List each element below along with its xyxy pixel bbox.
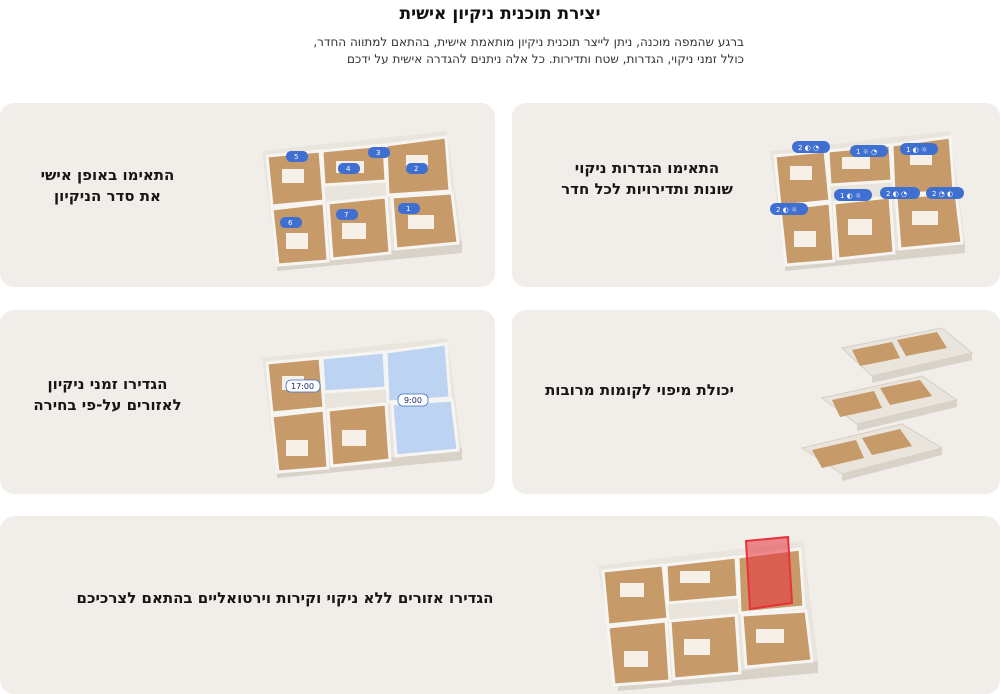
floor-level-3 bbox=[840, 327, 974, 383]
room-settings-line-1: התאימו הגדרות ניקוי bbox=[574, 159, 720, 177]
floor-level-1 bbox=[800, 423, 944, 481]
room-settings-card: התאימו הגדרות ניקוי שונות ותדירויות לכל … bbox=[512, 103, 1000, 287]
badge-3: 1 ◐ ☼ bbox=[906, 146, 927, 154]
schedule-line-1: הגדירו זמני ניקיון bbox=[47, 375, 168, 393]
time-badge-1: 17:00 bbox=[291, 382, 314, 391]
floor-level-2 bbox=[820, 375, 959, 431]
scheduled-zone-highlight bbox=[320, 342, 460, 458]
page-title: יצירת תוכנית ניקיון אישית bbox=[399, 4, 601, 24]
cleaning-order-line-2: את סדר הניקיון bbox=[54, 187, 161, 205]
schedule-caption: הגדירו זמני ניקיון לאזורים על-פי בחירה bbox=[0, 374, 215, 416]
room-number-3: 3 bbox=[376, 149, 380, 157]
badge-6: 2 ◔ ◐ bbox=[932, 190, 953, 198]
time-badge-2: 9:00 bbox=[404, 396, 422, 405]
room-number-5: 5 bbox=[294, 153, 298, 161]
multi-floor-card: יכולת מיפוי לקומות מרובות bbox=[512, 310, 1000, 494]
floorplan-schedule-image: 17:00 9:00 bbox=[262, 338, 462, 478]
schedule-card: הגדירו זמני ניקיון לאזורים על-פי בחירה 1… bbox=[0, 310, 495, 494]
badge-2: 1 ☼ ◔ bbox=[856, 148, 877, 156]
floorplan-order-image: 5 3 4 2 6 7 1 bbox=[262, 131, 462, 271]
page-subtitle: ברגע שהמפה מוכנה, ניתן לייצר תוכנית ניקי… bbox=[264, 34, 744, 68]
cleaning-order-caption: התאימו באופן אישי את סדר הניקיון bbox=[0, 165, 215, 207]
room-number-7: 7 bbox=[344, 211, 348, 219]
room-number-2: 2 bbox=[414, 165, 418, 173]
room-number-badges: 5 3 4 2 6 7 1 bbox=[280, 147, 428, 228]
no-go-zone-overlay bbox=[744, 535, 794, 611]
room-settings-caption: התאימו הגדרות ניקוי שונות ותדירויות לכל … bbox=[532, 158, 762, 200]
schedule-line-2: לאזורים על-פי בחירה bbox=[33, 396, 182, 414]
badge-5: 2 ◐ ◔ bbox=[886, 190, 907, 198]
subtitle-line-1: ברגע שהמפה מוכנה, ניתן לייצר תוכנית ניקי… bbox=[313, 35, 744, 49]
floorplan-no-go-image bbox=[598, 535, 818, 691]
multi-floor-image bbox=[800, 327, 974, 481]
multi-floor-caption: יכולת מיפוי לקומות מרובות bbox=[545, 381, 734, 399]
cleaning-order-card: התאימו באופן אישי את סדר הניקיון 5 3 bbox=[0, 103, 495, 287]
no-go-zones-caption: הגדירו אזורים ללא ניקוי וקירות וירטואליי… bbox=[76, 589, 494, 607]
subtitle-line-2: כולל זמני ניקוי, הגדרות, שטח ותדירות. כל… bbox=[346, 52, 744, 66]
room-number-4: 4 bbox=[346, 165, 351, 173]
room-number-1: 1 bbox=[406, 205, 410, 213]
room-number-6: 6 bbox=[288, 219, 293, 227]
room-settings-line-2: שונות ותדירויות לכל חדר bbox=[561, 180, 733, 198]
badge-1: 2 ◐ ◔ bbox=[798, 144, 819, 152]
room-settings-badges: 2 ◐ ◔ 1 ☼ ◔ 1 ◐ ☼ 1 ◐ ☼ 2 ◐ ◔ 2 ◔ ◐ 2 ◐ … bbox=[770, 141, 964, 215]
badge-4: 1 ◐ ☼ bbox=[840, 192, 861, 200]
floorplan-settings-image: 2 ◐ ◔ 1 ☼ ◔ 1 ◐ ☼ 1 ◐ ☼ 2 ◐ ◔ 2 ◔ ◐ 2 ◐ … bbox=[770, 131, 965, 271]
cleaning-order-line-1: התאימו באופן אישי bbox=[40, 166, 175, 184]
no-go-zones-card: הגדירו אזורים ללא ניקוי וקירות וירטואליי… bbox=[0, 516, 1000, 694]
badge-7: 2 ◐ ☼ bbox=[776, 206, 797, 214]
